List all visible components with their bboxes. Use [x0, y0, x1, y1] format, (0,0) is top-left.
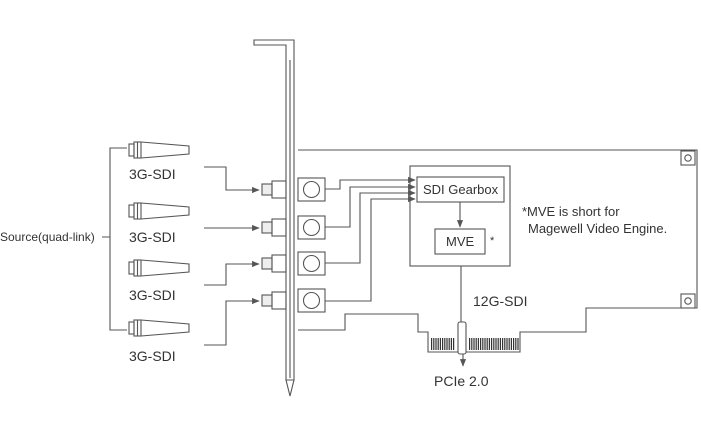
pcie-contact — [477, 338, 479, 350]
link-arrow-1 — [325, 176, 416, 190]
mve-asterisk: * — [490, 235, 495, 247]
output-label: 12G-SDI — [473, 293, 528, 309]
mounting-bracket — [253, 39, 295, 397]
mount-hole-top — [680, 150, 696, 166]
pcie-contact — [446, 338, 448, 350]
pcie-key — [457, 321, 467, 355]
mve-label: MVE — [446, 234, 475, 249]
link-arrow-2 — [325, 183, 416, 228]
pcie-contact — [439, 338, 441, 350]
input-label-4: 3G-SDI — [129, 348, 176, 364]
pcie-contact — [450, 338, 452, 350]
pcie-contact — [435, 338, 437, 350]
sdi-cable — [128, 319, 190, 337]
note-line-2: Magewell Video Engine. — [528, 221, 668, 236]
pcie-contact — [504, 338, 506, 350]
pcie-contact — [497, 338, 499, 350]
bus-label: PCIe 2.0 — [434, 373, 489, 389]
pcie-contact — [442, 338, 444, 350]
card-outline — [298, 149, 698, 353]
sdi-cable — [128, 141, 190, 159]
pcie-contact — [471, 338, 473, 350]
pcie-contact — [444, 338, 446, 350]
sdi-cable — [128, 259, 190, 277]
sdi-cable — [128, 202, 190, 220]
pcie-contact — [493, 338, 495, 350]
processing-block — [409, 165, 511, 267]
pcie-contact — [517, 338, 519, 350]
pcie-contact — [488, 338, 490, 350]
pcie-contact — [510, 338, 512, 350]
pcie-contact — [437, 338, 439, 350]
pcie-contact — [480, 338, 482, 350]
link-arrow-3 — [325, 189, 416, 264]
link-arrow-4 — [325, 195, 416, 302]
pcie-contact — [448, 338, 450, 350]
input-label-1: 3G-SDI — [129, 166, 176, 182]
pcie-contact — [431, 338, 433, 350]
pcie-contact — [486, 338, 488, 350]
pcie-contact — [473, 338, 475, 350]
pcie-contact — [433, 338, 435, 350]
pcie-contact — [469, 338, 471, 350]
pcie-contact — [475, 338, 477, 350]
note-line-1: *MVE is short for — [522, 204, 620, 219]
input-arrow-1 — [204, 166, 260, 194]
source-brace — [102, 147, 127, 331]
source-label: Source(quad-link) — [0, 230, 95, 244]
pcie-contact — [484, 338, 486, 350]
pcie-contact — [453, 338, 455, 350]
pcie-contact — [502, 338, 504, 350]
pcie-contact — [506, 338, 508, 350]
pcie-contact — [495, 338, 497, 350]
pcie-contact — [513, 338, 515, 350]
pcie-contact — [499, 338, 501, 350]
input-arrow-3 — [204, 260, 260, 286]
mount-hole-bottom — [680, 293, 696, 309]
pcie-contact — [508, 338, 510, 350]
input-arrow-4 — [204, 297, 260, 346]
mve-box — [434, 228, 486, 255]
input-label-2: 3G-SDI — [129, 229, 176, 245]
input-label-3: 3G-SDI — [129, 287, 176, 303]
sdi-gearbox-label: SDI Gearbox — [423, 182, 499, 197]
pcie-contact — [482, 338, 484, 350]
pcie-contact — [491, 338, 493, 350]
pcie-contacts — [431, 338, 519, 350]
pcie-contact — [515, 338, 517, 350]
